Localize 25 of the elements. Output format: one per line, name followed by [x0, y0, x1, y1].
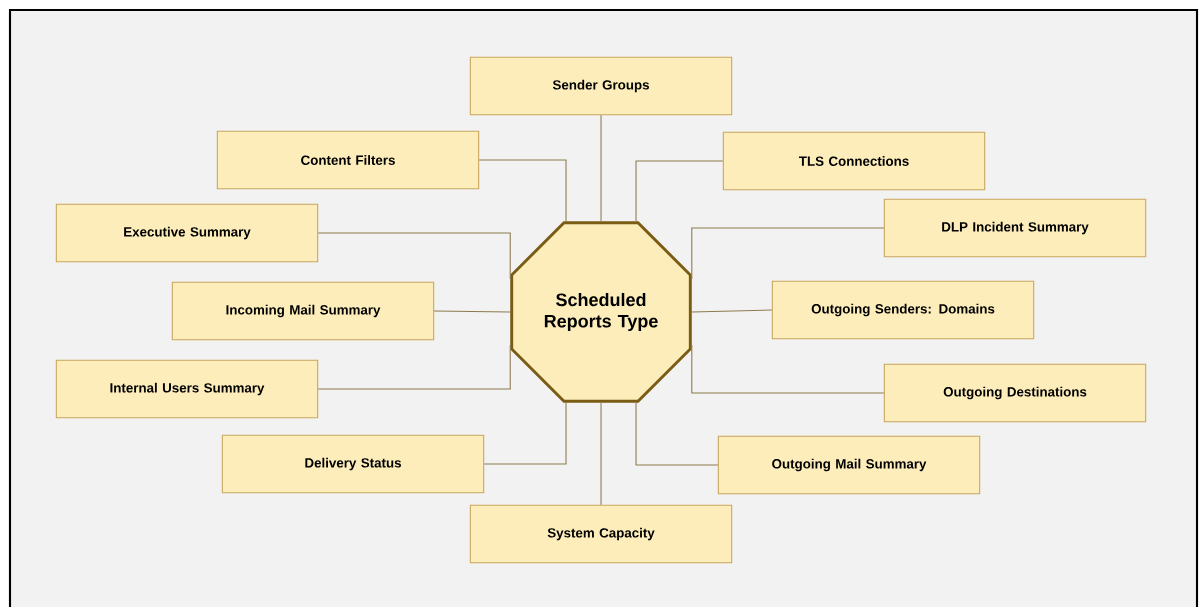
report-box: Executive Summary — [55, 203, 319, 263]
report-box: Outgoing Destinations — [883, 363, 1147, 423]
connector-line — [478, 159, 567, 222]
connector-line — [635, 402, 719, 466]
connector-line — [317, 344, 511, 390]
report-box: Outgoing Senders: Domains — [771, 280, 1035, 340]
report-box: Outgoing Mail Summary — [717, 435, 981, 495]
connector-line — [691, 227, 885, 280]
connector-line — [483, 402, 567, 465]
report-box: Content Filters — [216, 130, 480, 190]
report-box: DLP Incident Summary — [883, 198, 1147, 258]
connector-line — [635, 160, 724, 222]
connector-line — [600, 402, 602, 506]
report-box: TLS Connections — [722, 131, 986, 191]
connector-line — [691, 309, 773, 313]
octagon: Scheduled Reports Type — [510, 221, 692, 403]
connector-line — [600, 114, 602, 222]
report-box: Internal Users Summary — [55, 359, 319, 419]
report-box: Incoming Mail Summary — [171, 281, 435, 341]
connector-line — [317, 232, 511, 280]
connector-line — [691, 344, 885, 394]
connector-line — [433, 310, 511, 313]
report-box: Delivery Status — [221, 434, 485, 494]
report-box: Sender Groups — [469, 56, 733, 116]
report-box: System Capacity — [469, 504, 733, 564]
